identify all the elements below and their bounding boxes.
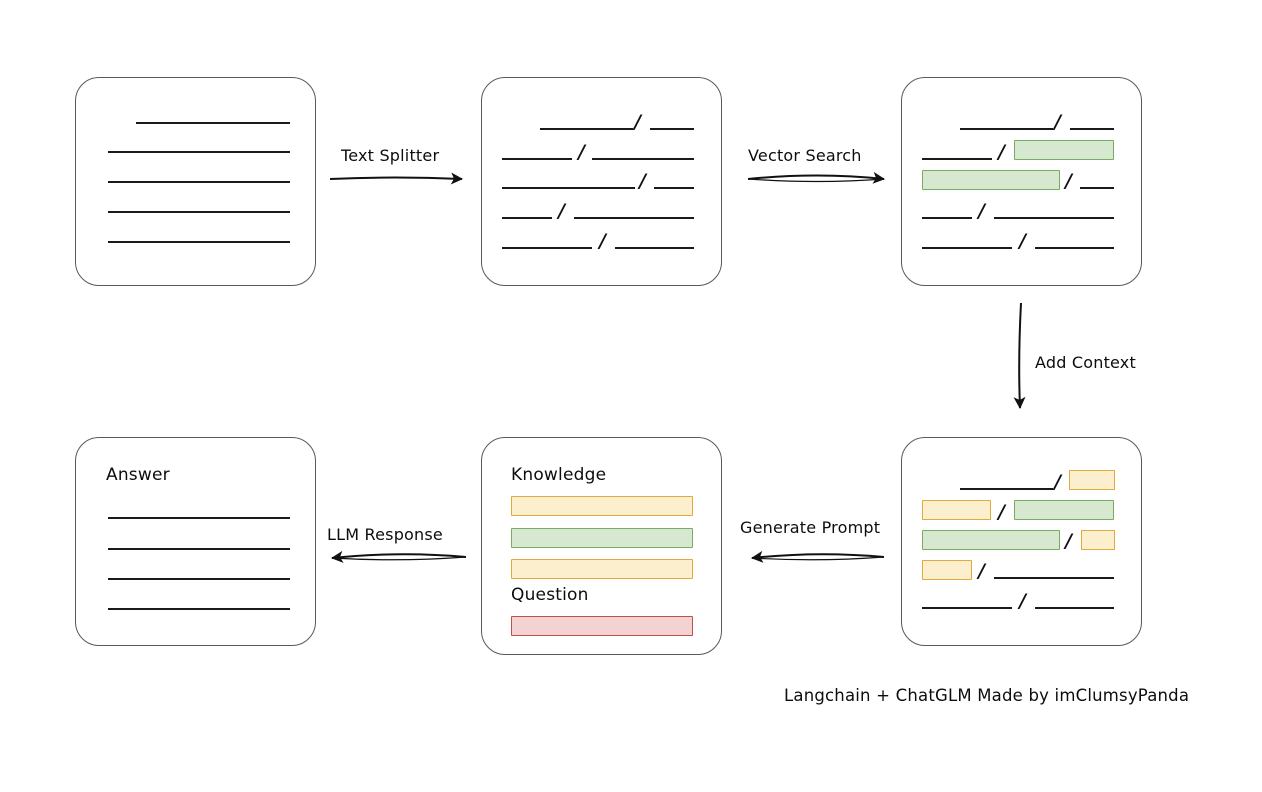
chunk-line xyxy=(654,187,694,189)
chunk-line xyxy=(502,217,552,219)
arrow-add-context xyxy=(1013,302,1026,409)
context-chunk-highlight xyxy=(1014,500,1114,520)
matched-chunk-highlight xyxy=(922,170,1060,190)
chunk-line xyxy=(922,247,1012,249)
doc-line xyxy=(108,181,290,183)
answer-box: Answer xyxy=(75,437,316,646)
context-chunk-highlight xyxy=(922,560,972,580)
chunk-line xyxy=(1035,607,1114,609)
chunk-separator-slash: / xyxy=(1054,471,1061,493)
chunk-separator-slash: / xyxy=(998,141,1005,163)
chunk-separator-slash: / xyxy=(578,141,585,163)
chunk-separator-slash: / xyxy=(978,560,985,582)
chunk-line xyxy=(922,217,972,219)
arrow-label-generate-prompt: Generate Prompt xyxy=(740,518,881,537)
arrow-llm-response xyxy=(331,550,467,563)
answer-line xyxy=(108,517,290,519)
chunk-line xyxy=(502,247,592,249)
chunk-separator-slash: / xyxy=(1065,170,1072,192)
doc-line xyxy=(108,211,290,213)
context-chunk-highlight xyxy=(1081,530,1115,550)
chunk-line xyxy=(502,158,572,160)
answer-line xyxy=(108,608,290,610)
chunk-line xyxy=(540,128,633,130)
answer-line xyxy=(108,548,290,550)
matched-chunks-box: / / / / / xyxy=(901,77,1142,286)
split-chunks-box: / / / / / xyxy=(481,77,722,286)
chunk-line xyxy=(650,128,694,130)
chunk-line xyxy=(574,217,694,219)
chunk-line xyxy=(615,247,694,249)
question-chip xyxy=(511,616,693,636)
prompt-box: Knowledge Question xyxy=(481,437,722,655)
context-chunk-highlight xyxy=(1069,470,1115,490)
chunk-separator-slash: / xyxy=(1065,530,1072,552)
chunk-line xyxy=(960,128,1053,130)
chunk-line xyxy=(994,577,1114,579)
arrow-label-add-context: Add Context xyxy=(1035,353,1136,372)
chunk-line xyxy=(1070,128,1114,130)
doc-line xyxy=(108,241,290,243)
chunk-separator-slash: / xyxy=(1019,230,1026,252)
chunk-separator-slash: / xyxy=(639,170,646,192)
chunk-line xyxy=(922,607,1012,609)
chunk-line xyxy=(1080,187,1114,189)
chunk-line xyxy=(960,488,1053,490)
arrow-label-vector-search: Vector Search xyxy=(748,146,862,165)
arrow-text-splitter xyxy=(329,172,463,185)
arrow-vector-search xyxy=(747,171,885,184)
doc-line xyxy=(108,151,290,153)
doc-line xyxy=(136,122,290,124)
context-chunk-highlight xyxy=(922,530,1060,550)
chunk-separator-slash: / xyxy=(1019,590,1026,612)
knowledge-chip xyxy=(511,559,693,579)
chunk-line xyxy=(922,158,992,160)
arrow-label-llm-response: LLM Response xyxy=(327,525,443,544)
chunk-separator-slash: / xyxy=(978,200,985,222)
chunk-line xyxy=(994,217,1114,219)
chunk-separator-slash: / xyxy=(558,200,565,222)
chunk-separator-slash: / xyxy=(998,501,1005,523)
knowledge-chip xyxy=(511,496,693,516)
knowledge-chip xyxy=(511,528,693,548)
chunk-line xyxy=(502,187,635,189)
context-chunk-highlight xyxy=(922,500,991,520)
arrow-generate-prompt xyxy=(751,550,885,563)
chunk-separator-slash: / xyxy=(599,230,606,252)
footer-caption: Langchain + ChatGLM Made by imClumsyPand… xyxy=(784,686,1190,705)
question-heading: Question xyxy=(511,585,589,605)
chunk-line xyxy=(1035,247,1114,249)
chunk-line xyxy=(592,158,694,160)
context-chunks-box: / / / / / xyxy=(901,437,1142,646)
source-document-box xyxy=(75,77,316,286)
chunk-separator-slash: / xyxy=(634,111,641,133)
answer-line xyxy=(108,578,290,580)
knowledge-heading: Knowledge xyxy=(511,465,607,485)
chunk-separator-slash: / xyxy=(1054,111,1061,133)
answer-heading: Answer xyxy=(106,465,170,485)
arrow-label-text-splitter: Text Splitter xyxy=(341,146,440,165)
matched-chunk-highlight xyxy=(1014,140,1114,160)
